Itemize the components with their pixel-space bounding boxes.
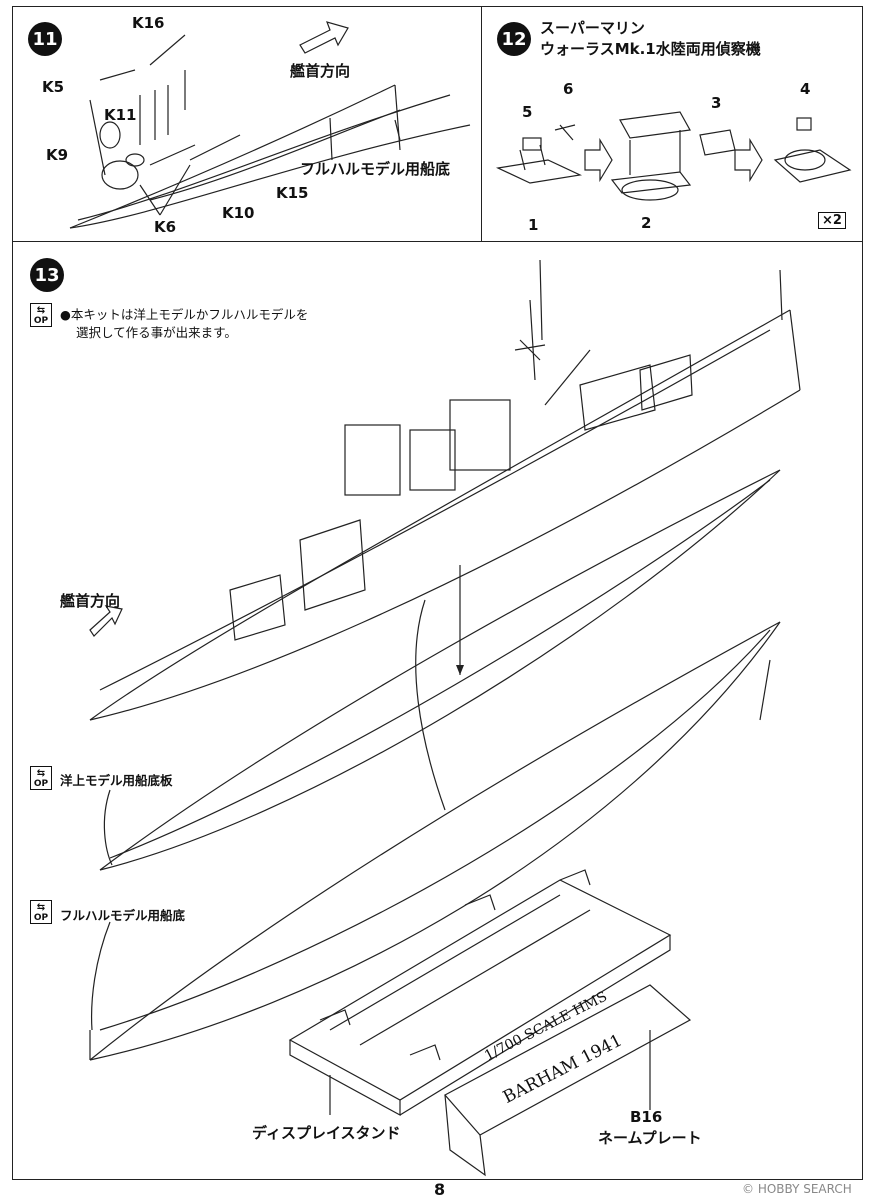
part-label-k15: K15 (276, 184, 309, 202)
part-label-1: 1 (528, 216, 539, 234)
quantity-badge: ×2 (818, 212, 846, 229)
part-label-3: 3 (711, 94, 722, 112)
option-note-line1: ●本キットは洋上モデルかフルハルモデルを (60, 307, 309, 322)
walrus-title-line1: スーパーマリン (540, 19, 645, 37)
step-13-panel (12, 241, 863, 1180)
option-icon-fullhull: ⇆ OP (30, 900, 52, 924)
part-label-6: 6 (563, 80, 574, 98)
watermark: © HOBBY SEARCH (742, 1182, 852, 1196)
bow-direction-label-13: 艦首方向 (60, 592, 121, 610)
part-label-2: 2 (641, 214, 652, 232)
part-label-4: 4 (800, 80, 811, 98)
step-11-number: 11 (28, 22, 62, 56)
part-label-k5: K5 (42, 78, 65, 96)
display-stand-label: ディスプレイスタンド (252, 1124, 401, 1142)
name-plate-label: ネームプレート (598, 1129, 702, 1147)
step-12-number: 12 (497, 22, 531, 56)
full-hull-label: フルハルモデル用船底 (60, 908, 186, 923)
option-note-line2: 選択して作る事が出来ます。 (76, 325, 237, 340)
full-hull-note: フルハルモデル用船底 (300, 160, 451, 178)
bow-direction-label: 艦首方向 (290, 62, 351, 80)
page-number: 8 (434, 1180, 446, 1199)
step-13-number: 13 (30, 258, 64, 292)
option-icon-note: ⇆ OP (30, 303, 52, 327)
part-label-5: 5 (522, 103, 533, 121)
walrus-title-line2: ウォーラスMk.1水陸両用偵察機 (540, 40, 761, 58)
option-arrows-icon: ⇆ (36, 902, 46, 913)
part-label-k9: K9 (46, 146, 69, 164)
option-icon-waterline: ⇆ OP (30, 766, 52, 790)
option-arrows-icon: ⇆ (36, 768, 46, 779)
waterline-plate-label: 洋上モデル用船底板 (60, 773, 173, 788)
option-arrows-icon: ⇆ (36, 305, 46, 316)
part-label-k16: K16 (132, 14, 165, 32)
name-plate-part: B16 (630, 1108, 663, 1126)
part-label-k11: K11 (104, 106, 137, 124)
part-label-k6: K6 (154, 218, 177, 236)
part-label-k10: K10 (222, 204, 255, 222)
